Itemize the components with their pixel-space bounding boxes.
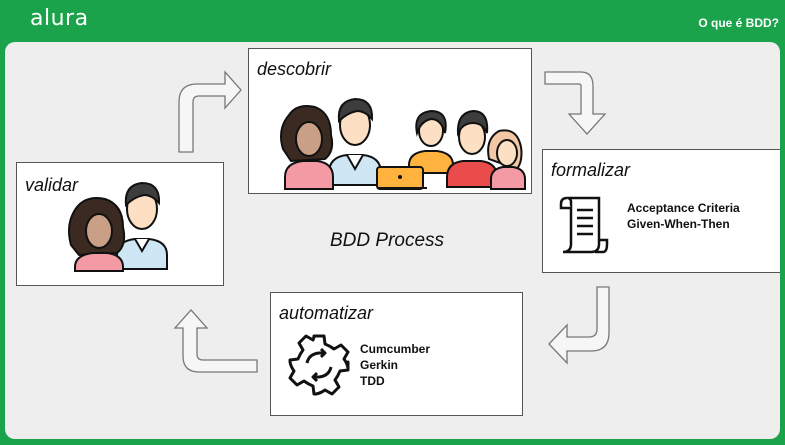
arrow-validar-to-descobrir-icon [178, 70, 242, 153]
automatizar-item: TDD [360, 374, 385, 388]
step-descobrir-box: descobrir [248, 48, 532, 194]
step-automatizar-box: automatizar Cumcumber Gerkin TDD [270, 292, 523, 416]
slide-canvas: descobrir [5, 42, 780, 439]
team-people-icon [280, 97, 526, 190]
formalizar-item: Acceptance Criteria [627, 201, 740, 215]
step-descobrir-title: descobrir [257, 59, 332, 79]
automatizar-item: Gerkin [360, 358, 399, 372]
step-formalizar-box: formalizar Acceptance Criteria Given-Whe… [542, 149, 780, 273]
step-automatizar-title: automatizar [279, 303, 374, 323]
alura-logo: alura [30, 6, 89, 31]
formalizar-items: Acceptance Criteria Given-When-Then [627, 200, 740, 232]
slide-topic: O que é BDD? [698, 16, 779, 30]
step-formalizar-title: formalizar [551, 160, 631, 180]
arrow-automatizar-to-validar-icon [173, 309, 258, 373]
arrow-descobrir-to-formalizar-icon [544, 71, 607, 135]
diagram-center-title: BDD Process [330, 230, 445, 251]
top-bar: alura O que é BDD? [0, 0, 785, 42]
pair-people-icon [68, 181, 168, 272]
arrow-formalizar-to-automatizar-icon [548, 286, 610, 365]
step-validar-title: validar [25, 175, 79, 195]
step-validar-box: validar [16, 162, 224, 286]
formalizar-item: Given-When-Then [627, 217, 730, 231]
gear-sync-icon [288, 334, 350, 396]
automatizar-items: Cumcumber Gerkin TDD [360, 341, 430, 389]
document-icon [559, 196, 609, 254]
automatizar-item: Cumcumber [360, 342, 431, 356]
